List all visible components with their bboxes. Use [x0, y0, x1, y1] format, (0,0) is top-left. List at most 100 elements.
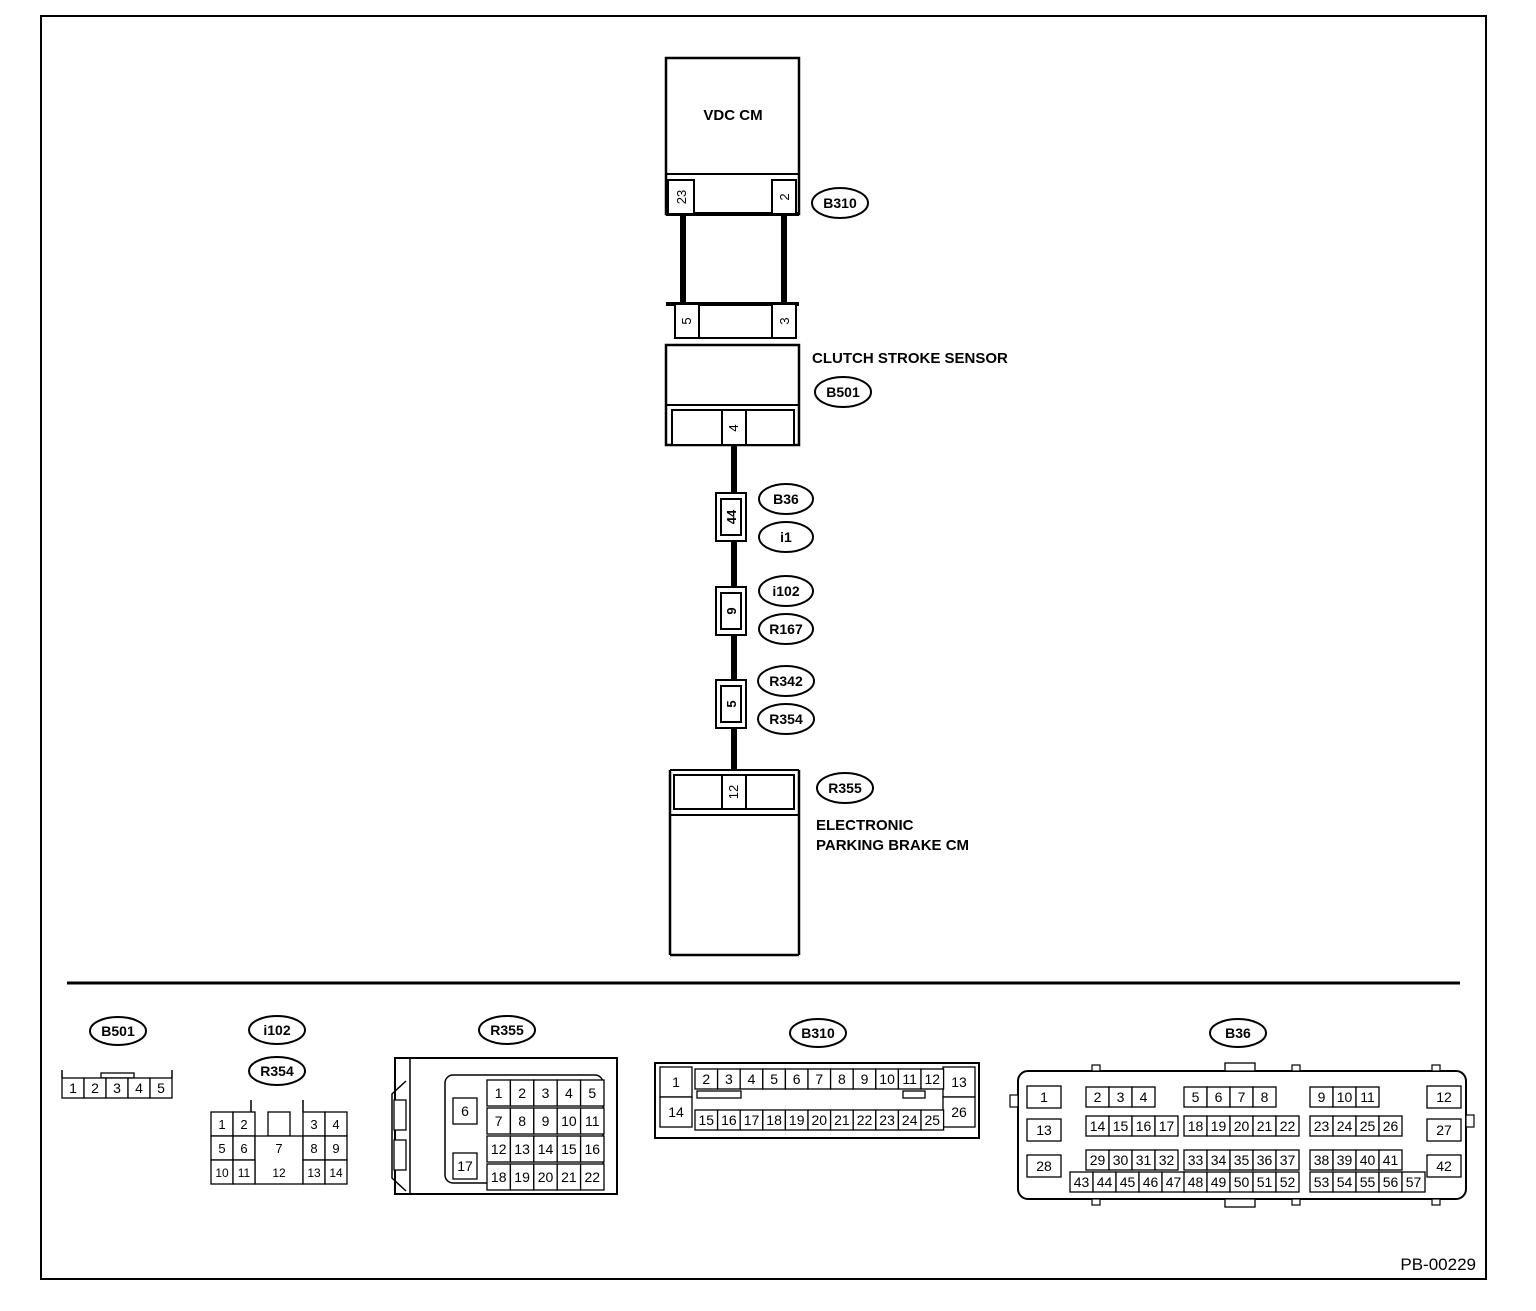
b310-pin-1: 1	[672, 1074, 680, 1090]
b36-pin-9: 9	[1318, 1089, 1326, 1105]
view-b36-tag-oval	[1209, 1018, 1267, 1048]
b310-pin-17: 17	[744, 1112, 760, 1128]
b310-pin-25: 25	[925, 1112, 941, 1128]
b310-cell-1	[659, 1066, 693, 1098]
i102-pin-9: 9	[332, 1141, 339, 1156]
b36-cell-4	[1131, 1086, 1156, 1108]
i102-pin-4: 4	[332, 1117, 339, 1132]
r355-cell-6	[452, 1097, 478, 1125]
b36-pin-44: 44	[1097, 1174, 1113, 1190]
b36-pin-36: 36	[1257, 1152, 1273, 1168]
b310-cell-14	[659, 1096, 693, 1128]
b501-tag-oval	[814, 376, 872, 408]
b36-pin-18: 18	[1188, 1118, 1204, 1134]
b36-pin-54: 54	[1337, 1174, 1353, 1190]
b36-tag-oval	[758, 483, 814, 515]
i102-cell-7-12	[254, 1135, 304, 1185]
joint-pin-9: 9	[724, 607, 739, 614]
b36-pin-4: 4	[1140, 1089, 1148, 1105]
r355-pin-12: 12	[491, 1141, 507, 1157]
b310-pin-5: 5	[770, 1071, 778, 1087]
r342-r354-joint-inner	[720, 685, 742, 723]
b36-cell-28	[1026, 1154, 1062, 1178]
b501-pin-5: 5	[157, 1080, 165, 1096]
i102-pin-8: 8	[310, 1141, 317, 1156]
r354-tag: R354	[769, 711, 803, 727]
b36-pin-10: 10	[1337, 1089, 1353, 1105]
b36-pin-28: 28	[1036, 1158, 1052, 1174]
i102-pin-2: 2	[240, 1117, 247, 1132]
b36-pin-21: 21	[1257, 1118, 1273, 1134]
b36-pin-29: 29	[1090, 1152, 1106, 1168]
b36-pin-20: 20	[1234, 1118, 1250, 1134]
b36-pin-13: 13	[1036, 1122, 1052, 1138]
r355-pin-2: 2	[518, 1085, 526, 1101]
b36-pin-11: 11	[1360, 1089, 1375, 1105]
view-i102-tag: i102	[263, 1022, 290, 1038]
sensor-pin-4-cell	[721, 409, 747, 446]
b36-pin-26: 26	[1383, 1118, 1399, 1134]
r355-tag: R355	[828, 780, 862, 796]
b501-key	[100, 1072, 135, 1079]
i102-pin-3: 3	[310, 1117, 317, 1132]
i102-pin-11: 11	[238, 1166, 251, 1180]
b36-pin-56: 56	[1383, 1174, 1399, 1190]
r355-pin-10: 10	[561, 1113, 577, 1129]
b36-pin-57: 57	[1406, 1174, 1422, 1190]
page-frame	[40, 15, 1487, 1280]
b36-pin-31: 31	[1136, 1152, 1152, 1168]
r355-cell-16	[579, 1135, 605, 1163]
i102-pin-14: 14	[329, 1166, 343, 1180]
r355-latch	[391, 1080, 407, 1192]
b36-cell-17	[1154, 1115, 1179, 1137]
b36-pin-48: 48	[1188, 1174, 1204, 1190]
b310-pin-15: 15	[699, 1112, 715, 1128]
b36-pin-39: 39	[1337, 1152, 1353, 1168]
b36-cell-11	[1355, 1086, 1380, 1108]
b36-pin-2: 2	[1094, 1089, 1102, 1105]
epb-label-line1: ELECTRONIC	[816, 817, 914, 834]
sensor-pin-3: 3	[777, 317, 792, 324]
i102-tag: i102	[772, 583, 799, 599]
i1-tag-oval	[758, 521, 814, 553]
b310-pin-23: 23	[879, 1112, 895, 1128]
r355-pin-9: 9	[542, 1113, 550, 1129]
i102-tag-oval	[758, 575, 814, 607]
view-r354-tag: R354	[260, 1063, 294, 1079]
b36-pin-30: 30	[1113, 1152, 1129, 1168]
b36-pin-12: 12	[1436, 1089, 1452, 1105]
b310-pin-20: 20	[812, 1112, 828, 1128]
b36-pin-19: 19	[1211, 1118, 1227, 1134]
r355-pin-13: 13	[514, 1141, 530, 1157]
b36-tag: B36	[773, 491, 799, 507]
b36-cell-12	[1426, 1085, 1462, 1109]
b310-pin-3: 3	[725, 1071, 733, 1087]
view-b501-tag: B501	[101, 1023, 135, 1039]
i1-tag: i1	[780, 529, 792, 545]
b36-pin-37: 37	[1280, 1152, 1296, 1168]
r355-pin-22: 22	[585, 1169, 601, 1185]
b36-pin-8: 8	[1261, 1089, 1269, 1105]
b310-key-left	[696, 1090, 742, 1099]
r355-cell-11	[579, 1107, 605, 1135]
i102-r167-joint-inner	[720, 592, 742, 630]
r355-cell-17	[452, 1152, 478, 1180]
r167-tag: R167	[769, 621, 803, 637]
b36-pin-51: 51	[1257, 1174, 1273, 1190]
r355-pin-8: 8	[518, 1113, 526, 1129]
b310-tag: B310	[823, 195, 857, 211]
r355-cell-22	[579, 1163, 605, 1191]
b310-pin-7: 7	[815, 1071, 823, 1087]
b36-cell-42	[1426, 1154, 1462, 1178]
r355-pin-5: 5	[588, 1085, 596, 1101]
b36-bottom-key	[1224, 1198, 1256, 1208]
i102-pin-10: 10	[215, 1166, 229, 1180]
b36-pin-35: 35	[1234, 1152, 1250, 1168]
b310-cell-26	[942, 1096, 976, 1128]
b36-cell-37	[1275, 1149, 1300, 1171]
view-b501-tag-oval	[89, 1016, 147, 1046]
b310-pin-right-cell	[771, 179, 797, 215]
b501-tag: B501	[826, 384, 860, 400]
